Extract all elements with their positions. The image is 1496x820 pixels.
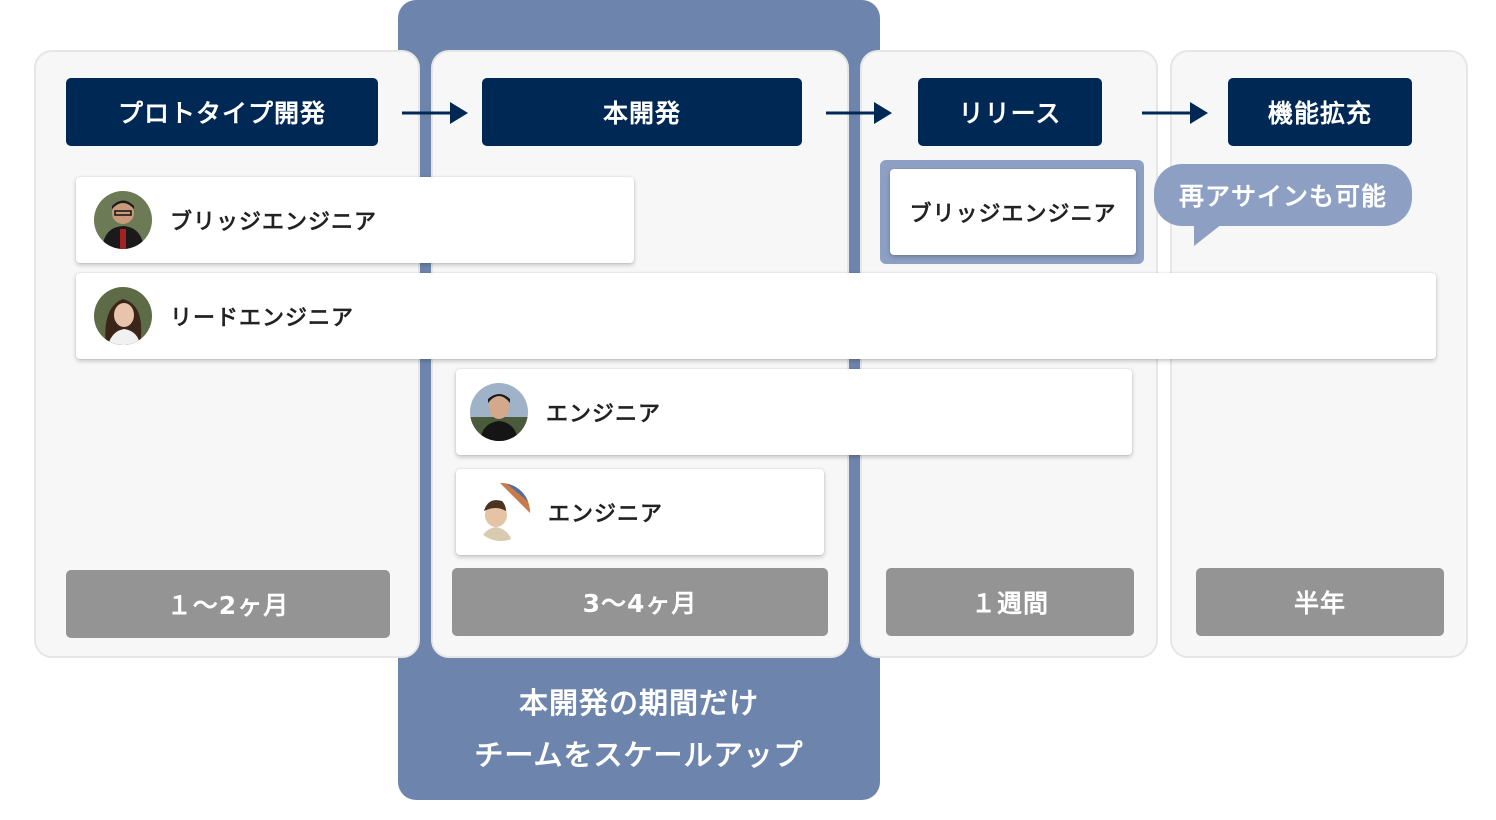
duration-expansion: 半年 xyxy=(1196,568,1444,636)
arrow-right-icon xyxy=(402,102,468,124)
phase-release: リリース xyxy=(918,78,1102,146)
member-role: リードエンジニア xyxy=(170,306,355,331)
arrow-right-icon xyxy=(1142,102,1208,124)
duration-main-dev: 3〜4ヶ月 xyxy=(452,568,828,636)
phase-prototype: プロトタイプ開発 xyxy=(66,78,378,146)
avatar xyxy=(472,483,530,541)
member-card-lead-engineer: リードエンジニア xyxy=(76,273,1436,359)
avatar xyxy=(94,191,152,249)
duration-prototype: １〜2ヶ月 xyxy=(66,570,390,638)
avatar xyxy=(94,287,152,345)
member-role: ブリッジエンジニア xyxy=(909,202,1117,227)
member-role: エンジニア xyxy=(548,502,664,527)
phase-expansion: 機能拡充 xyxy=(1228,78,1412,146)
scale-up-caption-line-1: 本開発の期間だけ xyxy=(518,686,759,720)
member-role: ブリッジエンジニア xyxy=(170,210,378,235)
member-card-engineer: エンジニア xyxy=(456,369,1132,455)
avatar xyxy=(470,383,528,441)
reassign-speech-bubble: 再アサインも可能 xyxy=(1154,164,1412,226)
speech-bubble-tail-icon xyxy=(1194,224,1222,246)
member-card-bridge-engineer: ブリッジエンジニア xyxy=(76,177,634,263)
member-card-engineer: エンジニア xyxy=(456,469,824,555)
scale-up-caption-line-2: チームをスケールアップ xyxy=(474,738,804,772)
phase-main-dev: 本開発 xyxy=(482,78,802,146)
duration-release: １週間 xyxy=(886,568,1134,636)
arrow-right-icon xyxy=(826,102,892,124)
member-role: エンジニア xyxy=(546,402,662,427)
member-card-bridge-engineer-release: ブリッジエンジニア xyxy=(890,169,1136,255)
